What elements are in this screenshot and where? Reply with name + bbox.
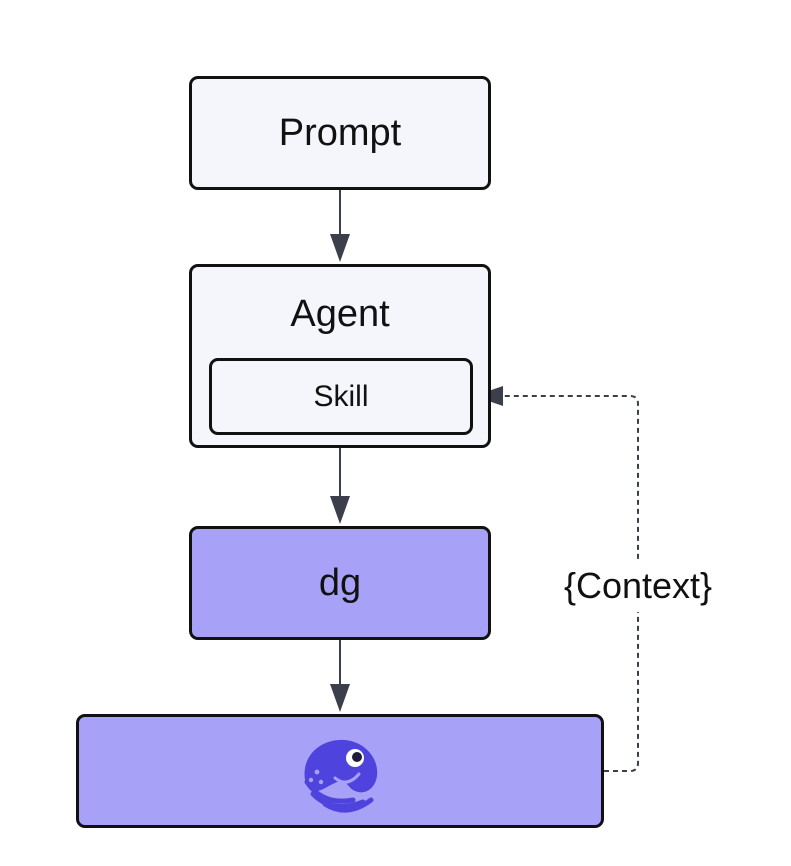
prompt-node: Prompt bbox=[189, 76, 491, 190]
dagster-node bbox=[76, 714, 604, 828]
dg-label: dg bbox=[318, 561, 362, 604]
dagster-logo-icon bbox=[304, 739, 378, 813]
dg-node: dg bbox=[189, 526, 491, 640]
arrowhead-agent bbox=[330, 234, 350, 262]
skill-label: Skill bbox=[313, 379, 369, 413]
prompt-label: Prompt bbox=[278, 111, 402, 154]
agent-label: Agent bbox=[290, 293, 390, 335]
context-edge-label: {Context} bbox=[530, 560, 746, 612]
arrowhead-dg bbox=[330, 496, 350, 524]
arrowhead-dagster bbox=[330, 684, 350, 712]
agent-node: Agent Skill bbox=[189, 264, 491, 448]
skill-node: Skill bbox=[209, 358, 473, 435]
